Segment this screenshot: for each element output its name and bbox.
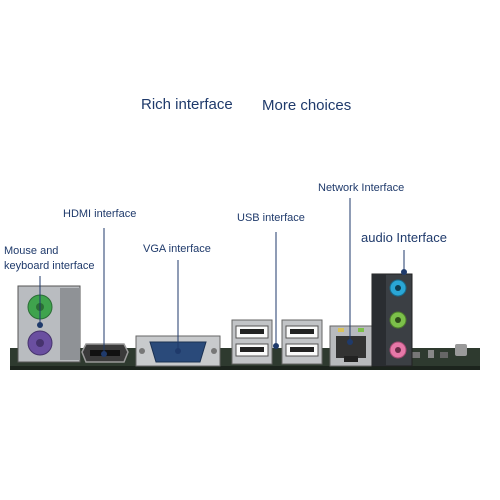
headline-right: More choices [262,97,352,114]
mouse-keyboard-leader-dot [37,322,43,328]
pcb-component [440,352,448,358]
headline-left: Rich interface [141,96,233,113]
usb-port-stack-right [281,319,323,365]
audio-label: audio Interface [361,230,448,245]
pcb-edge [10,366,480,370]
usb-port-stack-left [231,319,273,365]
vga-label: VGA interface [143,243,211,255]
ps2-port-stack [17,285,81,363]
pcb-component [410,352,420,358]
network-label: Network Interface [318,182,405,194]
network-leader-dot [347,339,353,345]
mouse-keyboard-label-line2: keyboard interface [4,260,95,272]
audio-jack-stack [371,273,413,367]
hdmi-leader-dot [101,351,107,357]
usb-label: USB interface [237,212,305,224]
mouse-keyboard-label-line1: Mouse and [4,245,59,257]
usb-leader-dot [273,343,279,349]
pcb-component [428,350,434,358]
ethernet-port [329,325,373,367]
vga-leader-dot [175,348,181,354]
audio-leader-dot [401,269,407,275]
pcb-capacitor [455,344,467,356]
hdmi-label: HDMI interface [63,208,137,220]
